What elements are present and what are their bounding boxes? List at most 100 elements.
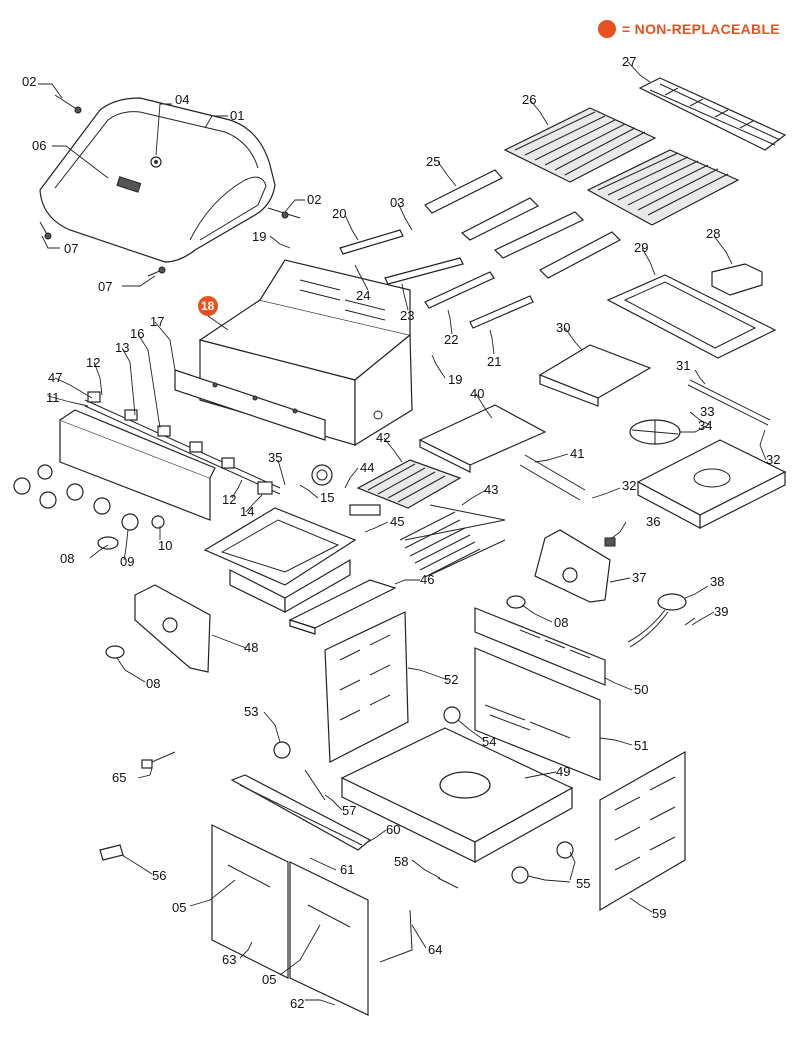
part-label: 28 bbox=[706, 226, 720, 241]
side-burner-ring-part bbox=[629, 419, 681, 445]
part-label: 09 bbox=[120, 554, 134, 569]
drip-pan-part bbox=[538, 344, 652, 407]
legend-label: = NON-REPLACEABLE bbox=[622, 21, 780, 37]
searing-grid-part bbox=[399, 504, 506, 578]
grease-tray-frame-part bbox=[203, 507, 357, 614]
part-label: 33 bbox=[700, 404, 714, 419]
part-label: 39 bbox=[714, 604, 728, 619]
heat-plate-part bbox=[424, 169, 621, 279]
part-label: 19 bbox=[252, 229, 266, 244]
side-control-panel-part bbox=[506, 529, 616, 609]
left-side-panel-part bbox=[105, 584, 211, 673]
part-label: 26 bbox=[522, 92, 536, 107]
side-shelf-part bbox=[418, 404, 547, 473]
part-label: 31 bbox=[676, 358, 690, 373]
part-label: 01 bbox=[230, 108, 244, 123]
part-label: 10 bbox=[158, 538, 172, 553]
part-label: 62 bbox=[290, 996, 304, 1011]
part-label: 32 bbox=[622, 478, 636, 493]
part-label: 08 bbox=[60, 551, 74, 566]
part-label: 02 bbox=[22, 74, 36, 89]
part-label: 23 bbox=[400, 308, 414, 323]
warming-rack-part bbox=[638, 77, 787, 151]
non-replaceable-marker-icon bbox=[198, 296, 218, 316]
part-label: 34 bbox=[698, 418, 712, 433]
part-label: 43 bbox=[484, 482, 498, 497]
part-label: 56 bbox=[152, 868, 166, 883]
part-label: 57 bbox=[342, 803, 356, 818]
part-label: 24 bbox=[356, 288, 370, 303]
side-burner-part bbox=[349, 459, 462, 516]
part-label: 06 bbox=[32, 138, 46, 153]
left-cabinet-panel-part bbox=[324, 611, 409, 763]
part-label-non-replaceable: 18 bbox=[201, 299, 215, 313]
part-label: 54 bbox=[482, 734, 496, 749]
cooking-grid-part bbox=[503, 107, 740, 226]
leader-lines bbox=[38, 61, 767, 1006]
part-label: 48 bbox=[244, 640, 258, 655]
part-label: 47 bbox=[48, 370, 62, 385]
rotisserie-rod-part bbox=[687, 379, 771, 426]
part-label: 32 bbox=[766, 452, 780, 467]
part-label: 17 bbox=[150, 314, 164, 329]
part-label: 12 bbox=[222, 492, 236, 507]
part-label: 36 bbox=[646, 514, 660, 529]
rod-part bbox=[519, 454, 586, 501]
lid-part bbox=[39, 97, 276, 263]
part-label: 14 bbox=[240, 504, 254, 519]
bottom-shelf-part bbox=[340, 727, 574, 864]
grease-tray-part bbox=[606, 274, 777, 359]
legend: = NON-REPLACEABLE bbox=[598, 20, 780, 38]
part-label: 51 bbox=[634, 738, 648, 753]
door-left-part bbox=[211, 824, 289, 979]
manifold-panel-part bbox=[174, 369, 326, 441]
part-labels: 02 04 01 06 07 07 02 19 20 03 25 26 27 2… bbox=[22, 54, 780, 1011]
valve-manifold-part bbox=[84, 391, 281, 495]
part-label: 07 bbox=[64, 241, 78, 256]
screw-part bbox=[39, 94, 301, 277]
part-label: 46 bbox=[420, 572, 434, 587]
part-label: 12 bbox=[86, 355, 100, 370]
part-label: 61 bbox=[340, 862, 354, 877]
part-label: 63 bbox=[222, 952, 236, 967]
drawer-front-trim-part bbox=[230, 774, 372, 851]
part-label: 08 bbox=[554, 615, 568, 630]
part-label: 20 bbox=[332, 206, 346, 221]
part-label: 53 bbox=[244, 704, 258, 719]
back-panel-part bbox=[474, 647, 601, 781]
part-label: 05 bbox=[262, 972, 276, 987]
part-label: 29 bbox=[634, 240, 648, 255]
part-label: 41 bbox=[570, 446, 584, 461]
firebox-part bbox=[198, 259, 413, 447]
part-label: 45 bbox=[390, 514, 404, 529]
part-label: 35 bbox=[268, 450, 282, 465]
part-label: 04 bbox=[175, 92, 189, 107]
part-label: 03 bbox=[390, 195, 404, 210]
part-label: 19 bbox=[448, 372, 462, 387]
part-label: 27 bbox=[622, 54, 636, 69]
caster-wheel-part bbox=[273, 706, 574, 884]
door-right-part bbox=[289, 861, 369, 1016]
right-side-panel-part bbox=[599, 750, 686, 912]
clip-part bbox=[99, 844, 124, 861]
grease-cup-part bbox=[711, 263, 763, 296]
part-label: 37 bbox=[632, 570, 646, 585]
part-label: 52 bbox=[444, 672, 458, 687]
gas-hose-part bbox=[627, 593, 687, 648]
part-label: 13 bbox=[115, 340, 129, 355]
part-label: 58 bbox=[394, 854, 408, 869]
side-burner-housing-part bbox=[636, 439, 787, 529]
part-label: 44 bbox=[360, 460, 374, 475]
drip-tray-part bbox=[288, 579, 397, 635]
part-label: 38 bbox=[710, 574, 724, 589]
burner-part bbox=[339, 229, 534, 329]
part-label: 15 bbox=[320, 490, 334, 505]
part-label: 49 bbox=[556, 764, 570, 779]
part-label: 50 bbox=[634, 682, 648, 697]
part-label: 05 bbox=[172, 900, 186, 915]
part-label: 16 bbox=[130, 326, 144, 341]
control-panel-part bbox=[59, 409, 216, 521]
part-label: 25 bbox=[426, 154, 440, 169]
control-knob-part bbox=[13, 464, 165, 550]
